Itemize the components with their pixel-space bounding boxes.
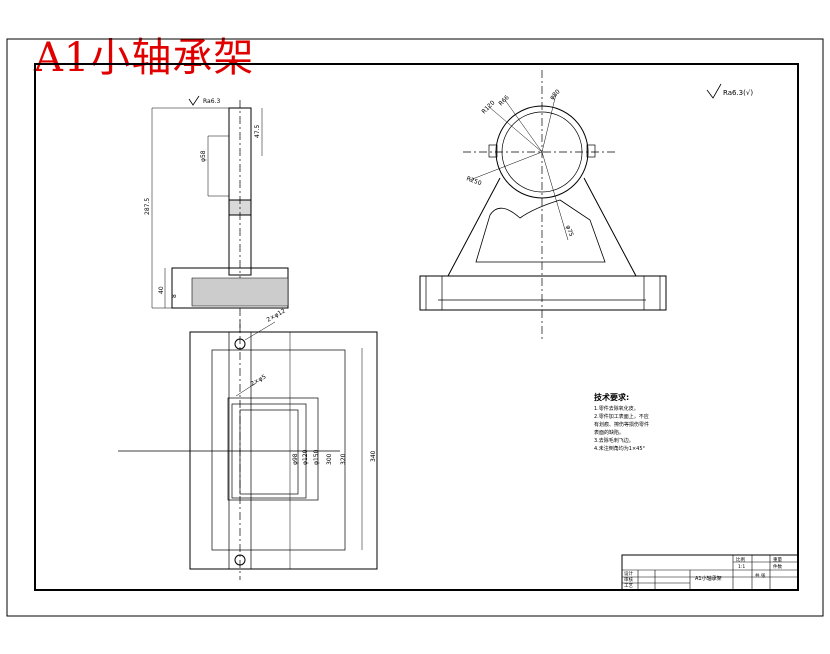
- tech-requirements: 技术要求: 1.零件去除氧化皮。 2.零件加工表面上，不应 有划痕、擦伤等损伤零…: [594, 392, 649, 452]
- roughness-symbol: Ra6.3(√): [706, 83, 753, 99]
- dim-diameter: φ58: [200, 150, 207, 162]
- tech-req-line: 表面的缺陷。: [594, 429, 624, 436]
- front-view: [419, 70, 667, 340]
- title-block-right-label: 件数: [773, 563, 782, 570]
- dim-w2: φ120: [302, 449, 309, 465]
- tech-req-line: 4.未注倒角均为1×45°: [594, 445, 646, 452]
- dim-chamfer: 2×φ5: [250, 373, 268, 387]
- tech-req-line: 1.零件去除氧化皮。: [594, 405, 639, 412]
- tech-req-line: 3.去除毛刺飞边。: [594, 437, 634, 444]
- title-block-right-label: 共 张: [755, 572, 766, 579]
- dim-w5: 320: [340, 453, 347, 465]
- dim-overall: 340: [370, 450, 377, 462]
- dim-d4: R250: [465, 175, 482, 187]
- plan-view: [118, 320, 378, 580]
- title-block-part-name: A1小轴承架: [695, 575, 722, 582]
- roughness-global-label: Ra6.3(√): [723, 89, 753, 97]
- roughness-top-label: Ra6.3: [203, 98, 220, 105]
- title-block-row-label: 审核: [624, 576, 633, 583]
- drawing-frame: [34, 63, 799, 591]
- drawing-title: A1小轴承架: [34, 35, 255, 81]
- dim-hole: 2×φ12: [266, 307, 287, 323]
- tech-req-line: 2.零件加工表面上，不应: [594, 413, 649, 420]
- dim-w4: 300: [326, 453, 333, 465]
- title-block-row-label: 工艺: [624, 583, 633, 589]
- tech-req-heading: 技术要求:: [594, 392, 629, 402]
- title-block-right-label: 比例: [736, 556, 745, 563]
- dim-d1: R120: [480, 99, 496, 115]
- dim-total-height: 287.5: [144, 198, 151, 215]
- dim-d5: φ75: [564, 224, 575, 237]
- tech-req-line: 有划痕、擦伤等损伤零件: [594, 421, 649, 428]
- side-view: Ra6.3: [151, 95, 289, 332]
- title-block: [621, 554, 799, 591]
- dim-base-height: 40: [158, 286, 165, 294]
- title-block-right-label: 重量: [773, 556, 782, 563]
- title-block-row-label: 设计: [624, 570, 633, 577]
- dim-w1: φ98: [292, 453, 299, 465]
- dim-base-small: 8: [171, 294, 178, 298]
- dim-d3: φ80: [548, 88, 561, 101]
- dim-w3: φ150: [313, 449, 320, 465]
- dim-top-part: 47.5: [254, 124, 261, 138]
- title-block-right-value: 1:1: [738, 564, 745, 570]
- outer-border: [6, 38, 824, 617]
